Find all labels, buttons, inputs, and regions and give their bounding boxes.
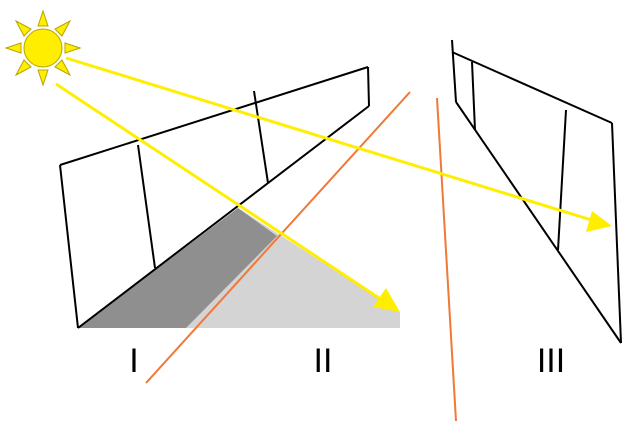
right-wall <box>451 39 622 344</box>
region-label-iii: III <box>537 342 565 380</box>
sun-ray <box>4 42 22 54</box>
light-rays <box>55 56 612 312</box>
sun-ray <box>37 69 49 87</box>
sun-ray <box>54 59 72 77</box>
right-wall-left-edge <box>451 39 457 103</box>
right-wall-right-edge <box>611 122 622 344</box>
right-wall-post-1 <box>471 61 476 131</box>
left-wall-left-edge <box>59 164 79 329</box>
region-label-ii: II <box>314 342 333 380</box>
sun-disc <box>23 28 63 68</box>
left-wall-post-2 <box>253 90 269 184</box>
sun-ray <box>37 9 49 27</box>
light-ray-2-arrowhead <box>586 211 612 232</box>
divider-line-1 <box>145 91 411 384</box>
right-wall-top-edge <box>451 51 613 124</box>
right-wall-post-2 <box>557 109 567 251</box>
left-wall-top-edge <box>59 66 369 166</box>
left-wall-bottom-edge <box>77 105 370 329</box>
sun-ray <box>64 42 82 54</box>
light-ray-1-arrowhead <box>373 288 400 312</box>
left-wall <box>59 66 370 329</box>
divider-line-2 <box>436 97 457 421</box>
region-label-i: I <box>129 342 138 380</box>
sun-ray <box>54 19 72 37</box>
right-wall-bottom-edge <box>455 101 622 344</box>
sun-icon <box>4 9 82 87</box>
dark-shadow-region <box>78 208 277 328</box>
sun-ray <box>14 59 32 77</box>
left-wall-post-1 <box>137 144 156 269</box>
sun-ray <box>14 19 32 37</box>
light-ray-1 <box>55 82 389 306</box>
left-wall-right-edge <box>367 66 370 107</box>
light-ray-2 <box>65 56 599 224</box>
